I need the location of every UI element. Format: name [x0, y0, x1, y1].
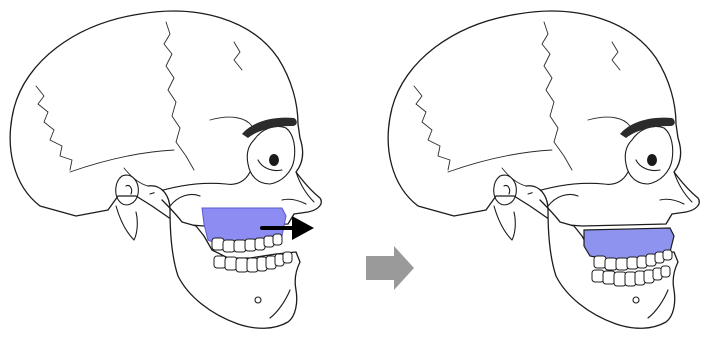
- skull-after: [388, 11, 699, 328]
- skull-before: [10, 11, 321, 328]
- right-arrow-icon: [366, 246, 414, 290]
